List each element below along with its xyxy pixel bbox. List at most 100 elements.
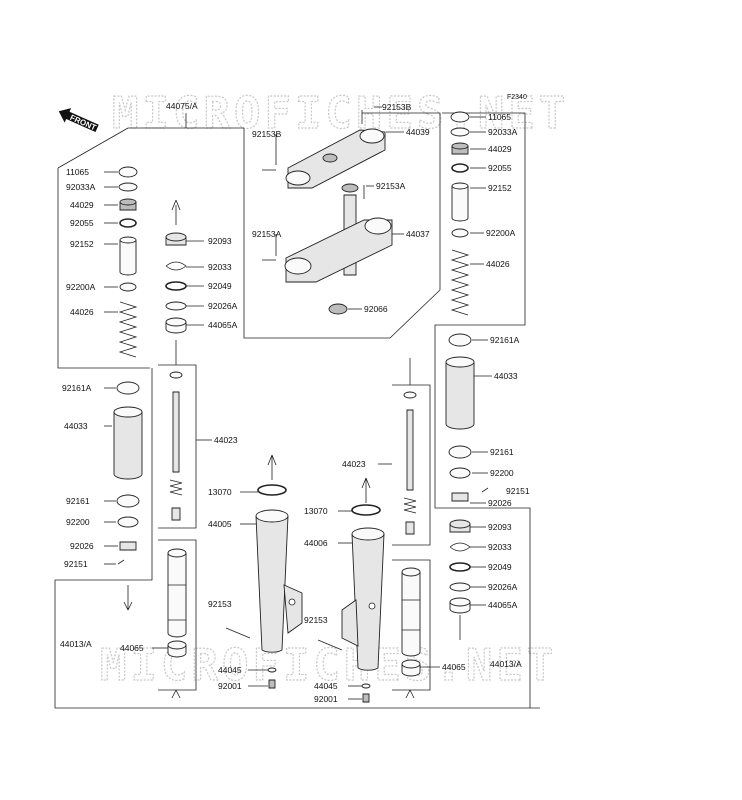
label-92152-left: 92152 xyxy=(70,239,94,249)
label-92200a-left: 92200A xyxy=(66,282,96,292)
cap-11065-right xyxy=(450,111,470,123)
label-44029-left: 44029 xyxy=(70,200,94,210)
clip-92033-left xyxy=(165,261,187,271)
label-44033-left: 44033 xyxy=(64,421,88,431)
oring-92033a-right xyxy=(450,127,470,137)
label-92055-left: 92055 xyxy=(70,218,94,228)
washer-92200a-right xyxy=(451,228,469,238)
label-44013a-right: 44013/A xyxy=(490,659,522,669)
label-44006: 44006 xyxy=(304,538,328,548)
label-92033-right: 92033 xyxy=(488,542,512,552)
label-92001-left: 92001 xyxy=(218,681,242,691)
label-92161a-left: 92161A xyxy=(62,383,92,393)
upper-triple-clamp-44039 xyxy=(262,110,386,189)
label-92153b-side: 92153B xyxy=(252,129,282,139)
bearing-92066 xyxy=(328,303,348,315)
label-44013a-left: 44013/A xyxy=(60,639,92,649)
oring-92055-left xyxy=(119,218,137,228)
seat-92161a-left xyxy=(116,381,140,395)
oring-92033a-left xyxy=(118,182,138,192)
label-92161-right: 92161 xyxy=(490,447,514,457)
spacer-92152-right xyxy=(451,186,469,222)
label-44005: 44005 xyxy=(208,519,232,529)
diagram-code: F2340 xyxy=(507,94,527,101)
leader-lines xyxy=(104,106,492,700)
label-92161-left: 92161 xyxy=(66,496,90,506)
washer-92200-left xyxy=(117,516,139,528)
seal-13070-left xyxy=(257,484,287,496)
part-labels: 44075/A 11065 92033A 44029 92055 92152 9… xyxy=(60,101,530,704)
spring-44026-left xyxy=(118,301,138,358)
label-92200-right: 92200 xyxy=(490,468,514,478)
right-cap-stack xyxy=(445,111,489,502)
label-92033a-left: 92033A xyxy=(66,182,96,192)
label-44065-right: 44065 xyxy=(442,662,466,672)
outer-tube-44006 xyxy=(317,504,385,703)
spacer-92152-left xyxy=(119,240,137,276)
damper-rod-44023-right xyxy=(403,358,417,535)
oring-92049-left xyxy=(165,281,187,291)
damper-rod-44023-left xyxy=(169,340,183,521)
bolt-92151-left xyxy=(117,559,125,565)
inner-tube-44013a-right xyxy=(401,567,421,677)
seat-92161-right xyxy=(448,445,472,459)
label-92153a-side: 92153A xyxy=(252,229,282,239)
lower-triple-clamp-44037 xyxy=(262,183,393,315)
label-92049-right: 92049 xyxy=(488,562,512,572)
washer-44045-right xyxy=(361,683,371,689)
seal-13070-right xyxy=(351,504,381,516)
label-92200a-right: 92200A xyxy=(486,228,516,238)
label-44023-left: 44023 xyxy=(214,435,238,445)
label-44039: 44039 xyxy=(406,127,430,137)
spring-44026-right xyxy=(450,249,470,316)
label-92026-left: 92026 xyxy=(70,541,94,551)
washer-92026a-left xyxy=(165,301,187,311)
label-92153a-mid: 92153A xyxy=(376,181,406,191)
cap-11065-left xyxy=(118,166,138,178)
label-11065-right: 11065 xyxy=(488,112,511,122)
label-92026a-right: 92026A xyxy=(488,582,518,592)
seat-92161-left xyxy=(116,494,140,508)
gasket-92026-left xyxy=(119,541,137,551)
bolt-92151-right xyxy=(481,487,489,493)
bolt-92153-right xyxy=(317,639,343,651)
label-13070-right: 13070 xyxy=(304,506,328,516)
label-92093-left: 92093 xyxy=(208,236,232,246)
label-92093-right: 92093 xyxy=(488,522,512,532)
group-outlines xyxy=(54,112,540,709)
bolt-92001-right xyxy=(362,693,370,703)
bolt-92001-left xyxy=(268,679,276,689)
label-44075a: 44075/A xyxy=(166,101,198,111)
label-44023-right: 44023 xyxy=(342,459,366,469)
label-44037: 44037 xyxy=(406,229,430,239)
label-92001-right: 92001 xyxy=(314,694,338,704)
washer-92026a-right xyxy=(449,582,471,592)
label-44026-left: 44026 xyxy=(70,307,94,317)
label-92026a-left: 92026A xyxy=(208,301,238,311)
front-label: FRONT xyxy=(69,113,98,132)
tube-44033-left xyxy=(113,412,143,480)
label-44065-left: 44065 xyxy=(120,643,144,653)
inner-tube-44013a-left xyxy=(167,548,187,658)
oring-92049-right xyxy=(449,562,471,572)
label-44026-right: 44026 xyxy=(486,259,510,269)
label-92033-left: 92033 xyxy=(208,262,232,272)
label-92152-right: 92152 xyxy=(488,183,512,193)
washer-92200a-left xyxy=(119,282,137,292)
label-11065-left: 11065 xyxy=(66,167,89,177)
label-92055-right: 92055 xyxy=(488,163,512,173)
label-44065a-left: 44065A xyxy=(208,320,238,330)
label-92066: 92066 xyxy=(364,304,388,314)
right-seal-stack xyxy=(449,519,471,640)
seat-92161a-right xyxy=(448,333,472,347)
left-cap-stack xyxy=(113,166,143,565)
label-13070-left: 13070 xyxy=(208,487,232,497)
tube-44033-right xyxy=(445,362,475,430)
label-92153-left: 92153 xyxy=(208,599,232,609)
label-92033a-right: 92033A xyxy=(488,127,518,137)
label-44033-right: 44033 xyxy=(494,371,518,381)
label-92153-right: 92153 xyxy=(304,615,328,625)
oring-92055-right xyxy=(451,163,469,173)
label-92161a-right: 92161A xyxy=(490,335,520,345)
